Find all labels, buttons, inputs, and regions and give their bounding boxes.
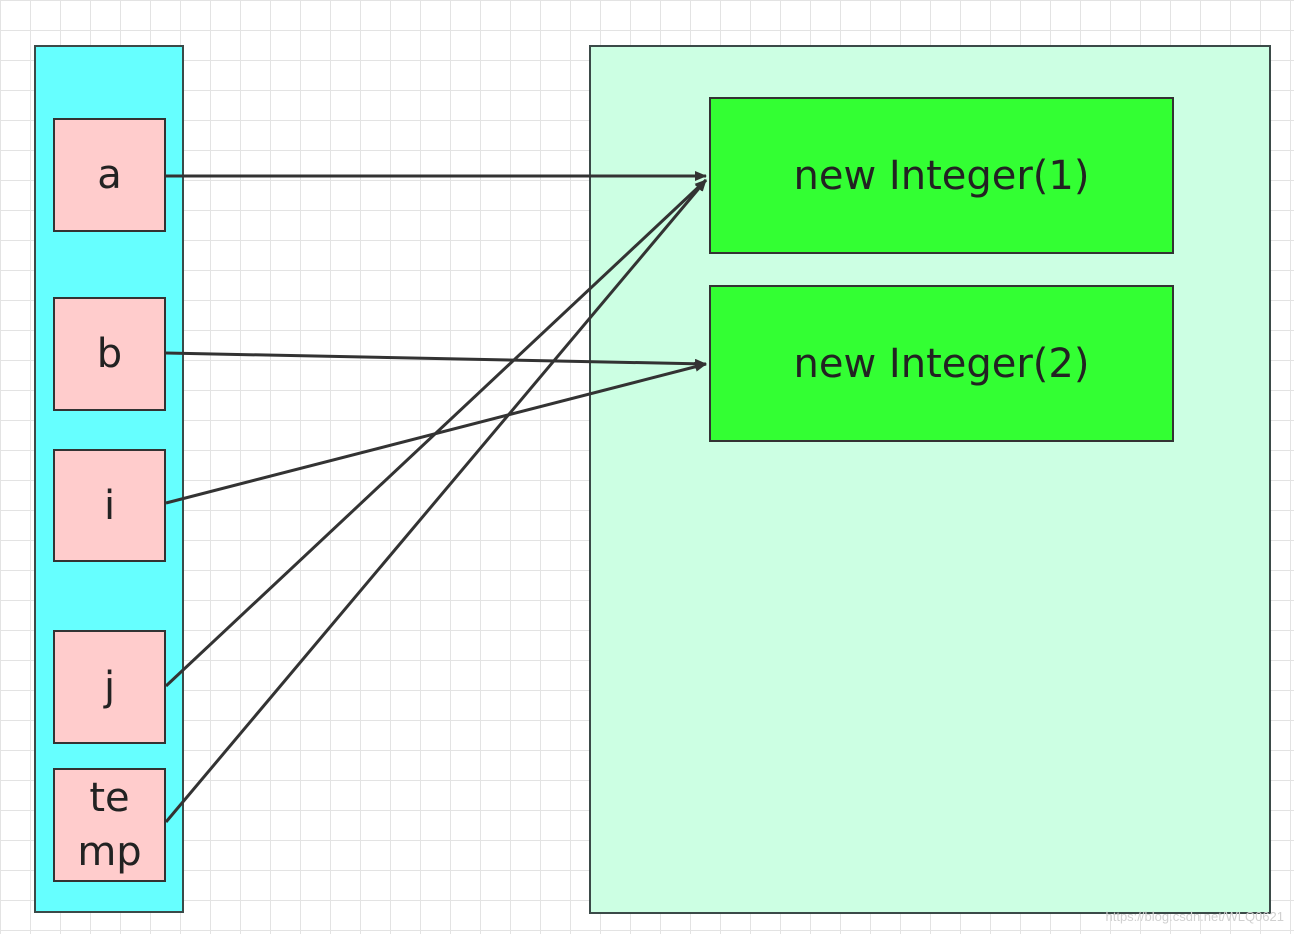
arrow-j-to-integer-1 (164, 178, 708, 688)
arrow-b-to-integer-2 (165, 351, 707, 369)
arrow-temp-to-integer-1 (164, 179, 708, 823)
variable-temp: te mp (53, 768, 166, 882)
variable-a: a (53, 118, 166, 232)
variable-j: j (53, 630, 166, 744)
object-integer-1: new Integer(1) (709, 97, 1174, 254)
object-integer-2: new Integer(2) (709, 285, 1174, 442)
variable-i: i (53, 449, 166, 562)
variable-b: b (53, 297, 166, 411)
watermark: https://blog.csdn.net/WLQ0621 (1105, 909, 1285, 924)
